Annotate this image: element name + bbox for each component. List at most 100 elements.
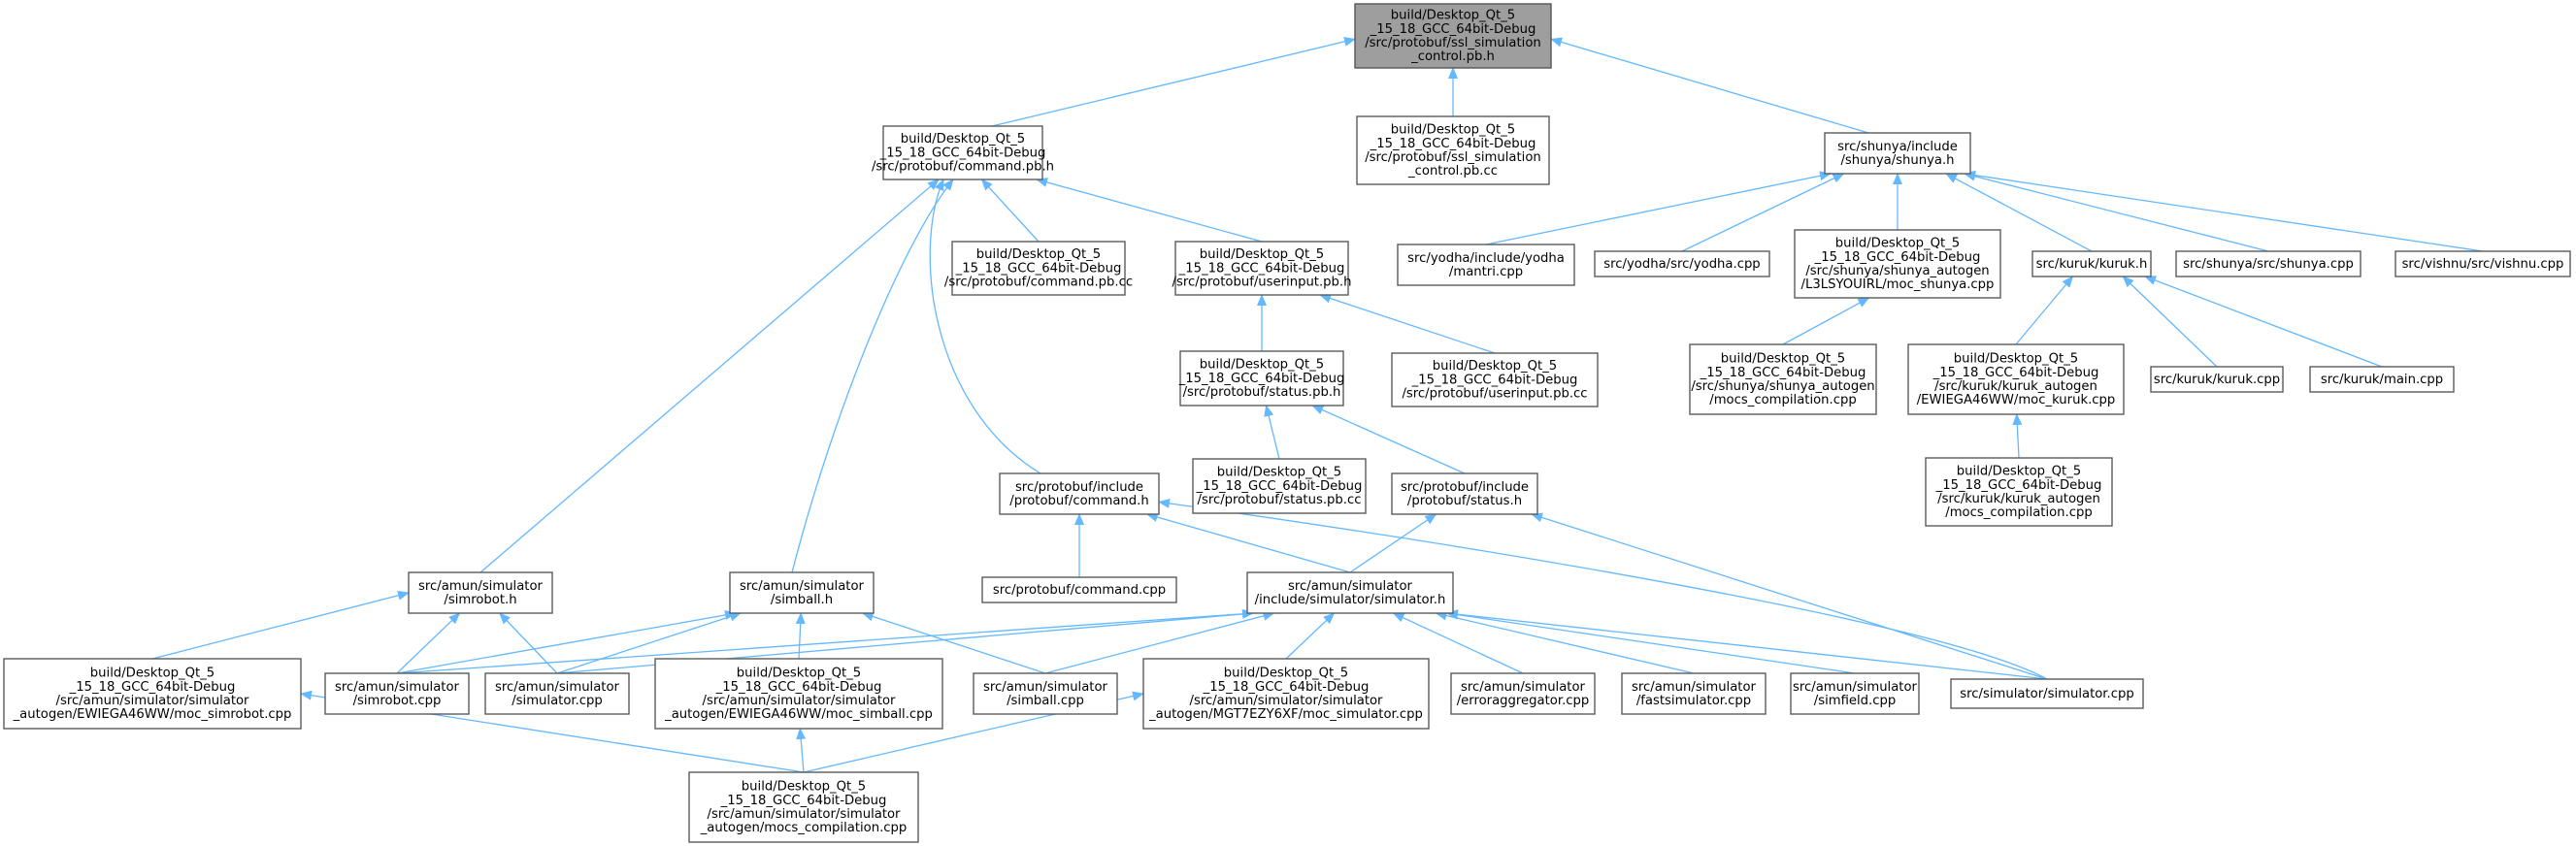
node-kuruk-h[interactable]: src/kuruk/kuruk.h bbox=[2031, 250, 2152, 277]
node-label-line: _15_18_GCC_64bit-Debug bbox=[1935, 478, 2102, 493]
node-box bbox=[1794, 229, 2001, 299]
edge-moc-kuruk-to-kuruk-h bbox=[2015, 276, 2074, 345]
node-erroraggregator-cpp[interactable]: src/amun/simulator/erroraggregator.cpp bbox=[1450, 672, 1596, 715]
node-box bbox=[1824, 132, 1971, 175]
node-label-line: /src/protobuf/command.pb.h bbox=[872, 160, 1054, 175]
node-label-line: /protobuf/command.h bbox=[1009, 494, 1148, 508]
node-label-line: /simball.h bbox=[771, 593, 833, 607]
node-label-line: /include/simulator/simulator.h bbox=[1255, 593, 1446, 607]
node-moc-shunya[interactable]: build/Desktop_Qt_5_15_18_GCC_64bit-Debug… bbox=[1794, 229, 2001, 299]
node-label-line: build/Desktop_Qt_5 bbox=[90, 667, 215, 681]
edge-sim-mocs-to-moc-simball bbox=[796, 728, 807, 773]
node-kuruk-cpp[interactable]: src/kuruk/kuruk.cpp bbox=[2150, 366, 2284, 393]
node-box bbox=[1907, 343, 2125, 415]
edge-shunya-mocs-to-moc-shunya bbox=[1782, 297, 1870, 345]
node-label-line: build/Desktop_Qt_5 bbox=[1957, 465, 2081, 479]
node-label-line: _15_18_GCC_64bit-Debug bbox=[1932, 366, 2099, 380]
edge-mantri-cpp-to-shunya-h bbox=[1485, 171, 1832, 245]
node-label-line: build/Desktop_Qt_5 bbox=[1391, 9, 1515, 23]
node-command-pb-h[interactable]: build/Desktop_Qt_5_15_18_GCC_64bit-Debug… bbox=[872, 125, 1054, 180]
node-shunya-cpp[interactable]: src/shunya/src/shunya.cpp bbox=[2175, 250, 2361, 277]
edge-command-h-to-command-pb-h bbox=[929, 179, 1041, 474]
node-command-pb-cc[interactable]: build/Desktop_Qt_5_15_18_GCC_64bit-Debug… bbox=[944, 241, 1133, 296]
edge-userinput-pb-cc-to-userinput-pb-h bbox=[1319, 293, 1496, 354]
node-label-line: src/protobuf/include bbox=[1015, 480, 1143, 495]
node-status-pb-h[interactable]: build/Desktop_Qt_5_15_18_GCC_64bit-Debug… bbox=[1178, 350, 1345, 407]
node-root[interactable]: build/Desktop_Qt_5_15_18_GCC_64bit-Debug… bbox=[1354, 3, 1552, 69]
node-label-line: src/amun/simulator bbox=[740, 579, 865, 594]
node-label-line: build/Desktop_Qt_5 bbox=[1224, 667, 1348, 681]
node-box bbox=[654, 658, 943, 730]
node-label-line: _autogen/mocs_compilation.cpp bbox=[700, 821, 908, 835]
node-label-line: /protobuf/status.h bbox=[1407, 494, 1522, 508]
edge-userinput-pb-h-to-command-pb-h bbox=[1036, 178, 1263, 243]
node-label-line: /simfield.cpp bbox=[1814, 694, 1896, 708]
node-label-line: _control.pb.cc bbox=[1407, 164, 1498, 179]
node-fastsimulator-cpp[interactable]: src/amun/simulator/fastsimulator.cpp bbox=[1621, 672, 1767, 715]
node-simrobot-h[interactable]: src/amun/simulator/simrobot.h bbox=[408, 571, 553, 614]
node-sim-mocs[interactable]: build/Desktop_Qt_5_15_18_GCC_64bit-Debug… bbox=[688, 771, 919, 843]
node-moc-simulator[interactable]: build/Desktop_Qt_5_15_18_GCC_64bit-Debug… bbox=[1142, 658, 1430, 730]
node-command-cpp[interactable]: src/protobuf/command.cpp bbox=[981, 576, 1177, 603]
node-userinput-pb-h[interactable]: build/Desktop_Qt_5_15_18_GCC_64bit-Debug… bbox=[1172, 241, 1352, 296]
node-moc-simrobot[interactable]: build/Desktop_Qt_5_15_18_GCC_64bit-Debug… bbox=[3, 658, 302, 730]
node-label-line: src/protobuf/command.cpp bbox=[993, 583, 1166, 598]
node-userinput-pb-cc[interactable]: build/Desktop_Qt_5_15_18_GCC_64bit-Debug… bbox=[1391, 352, 1599, 407]
edges-layer bbox=[151, 37, 2484, 773]
node-status-h[interactable]: src/protobuf/include/protobuf/status.h bbox=[1391, 472, 1538, 515]
node-simfield-cpp[interactable]: src/amun/simulator/simfield.cpp bbox=[1790, 672, 1920, 715]
node-label-line: src/amun/simulator bbox=[1793, 680, 1918, 695]
node-status-pb-cc[interactable]: build/Desktop_Qt_5_15_18_GCC_64bit-Debug… bbox=[1192, 458, 1367, 514]
node-label-line: /src/amun/simulator/simulator bbox=[56, 694, 250, 708]
node-label-line: /src/protobuf/status.pb.cc bbox=[1198, 493, 1362, 507]
node-label-line: /src/protobuf/ssl_simulation bbox=[1365, 36, 1541, 50]
node-label-line: src/shunya/include bbox=[1837, 140, 1958, 154]
node-label-line: _15_18_GCC_64bit-Debug bbox=[715, 680, 882, 695]
node-label-line: /src/amun/simulator/simulator bbox=[703, 694, 897, 708]
node-label-line: /EWIEGA46WW/moc_kuruk.cpp bbox=[1917, 393, 2116, 407]
node-simulator-cpp-amun[interactable]: src/amun/simulator/simulator.cpp bbox=[484, 672, 630, 715]
node-label-line: src/amun/simulator bbox=[1288, 579, 1413, 594]
node-simulator-simulator-cpp[interactable]: src/simulator/simulator.cpp bbox=[1950, 678, 2144, 709]
node-label-line: src/yodha/include/yodha bbox=[1407, 251, 1565, 266]
node-simrobot-cpp[interactable]: src/amun/simulator/simrobot.cpp bbox=[324, 672, 470, 715]
node-moc-kuruk[interactable]: build/Desktop_Qt_5_15_18_GCC_64bit-Debug… bbox=[1907, 343, 2125, 415]
edge-shunya-h-to-root bbox=[1550, 37, 1869, 134]
edge-command-pb-cc-to-command-pb-h bbox=[980, 179, 1040, 243]
node-shunya-mocs[interactable]: build/Desktop_Qt_5_15_18_GCC_64bit-Debug… bbox=[1689, 343, 1877, 415]
edge-simulator-cpp-amun-to-simball-h bbox=[556, 611, 742, 674]
node-command-h[interactable]: src/protobuf/include/protobuf/command.h bbox=[999, 472, 1160, 515]
node-label-line: /src/amun/simulator/simulator bbox=[1190, 694, 1384, 708]
node-label-line: _15_18_GCC_64bit-Debug bbox=[955, 261, 1122, 276]
node-shunya-h[interactable]: src/shunya/include/shunya/shunya.h bbox=[1824, 132, 1971, 175]
edge-main-cpp-to-kuruk-h bbox=[2144, 276, 2383, 368]
edge-simulator-simulator-cpp-to-command-h bbox=[1158, 498, 2048, 680]
node-simball-cpp[interactable]: src/amun/simulator/simball.cpp bbox=[973, 672, 1118, 715]
edge-simball-cpp-to-simball-h bbox=[861, 611, 1046, 674]
node-box bbox=[999, 472, 1160, 515]
node-box bbox=[1391, 352, 1599, 407]
node-label-line: /src/kuruk/kuruk_autogen bbox=[1934, 379, 2097, 394]
node-box bbox=[1142, 658, 1430, 730]
node-label-line: /src/protobuf/userinput.pb.cc bbox=[1402, 387, 1587, 402]
node-moc-simball[interactable]: build/Desktop_Qt_5_15_18_GCC_64bit-Debug… bbox=[654, 658, 943, 730]
node-yodha-cpp[interactable]: src/yodha/src/yodha.cpp bbox=[1594, 250, 1770, 277]
node-main-cpp[interactable]: src/kuruk/main.cpp bbox=[2309, 366, 2455, 393]
node-vishnu-cpp[interactable]: src/vishnu/src/vishnu.cpp bbox=[2394, 250, 2571, 277]
node-label-line: build/Desktop_Qt_5 bbox=[1835, 237, 1960, 251]
node-label-line: src/kuruk/kuruk.cpp bbox=[2154, 373, 2280, 387]
node-ssl-sim-pb-cc[interactable]: build/Desktop_Qt_5_15_18_GCC_64bit-Debug… bbox=[1356, 115, 1550, 185]
edge-command-pb-h-to-root bbox=[991, 37, 1356, 127]
node-simball-h[interactable]: src/amun/simulator/simball.h bbox=[729, 571, 875, 614]
node-mantri-cpp[interactable]: src/yodha/include/yodha/mantri.cpp bbox=[1397, 244, 1575, 286]
node-label-line: /src/protobuf/status.pb.h bbox=[1183, 385, 1341, 400]
node-box bbox=[1689, 343, 1877, 415]
edge-shunya-cpp-to-shunya-h bbox=[1964, 171, 2269, 252]
node-box bbox=[1179, 350, 1344, 407]
edge-simfield-cpp-to-simulator-h bbox=[1446, 609, 1856, 674]
node-box bbox=[1391, 472, 1538, 515]
node-simulator-h[interactable]: src/amun/simulator/include/simulator/sim… bbox=[1246, 571, 1454, 614]
node-kuruk-mocs[interactable]: build/Desktop_Qt_5_15_18_GCC_64bit-Debug… bbox=[1925, 457, 2113, 527]
node-label-line: _15_18_GCC_64bit-Debug bbox=[1700, 366, 1866, 380]
